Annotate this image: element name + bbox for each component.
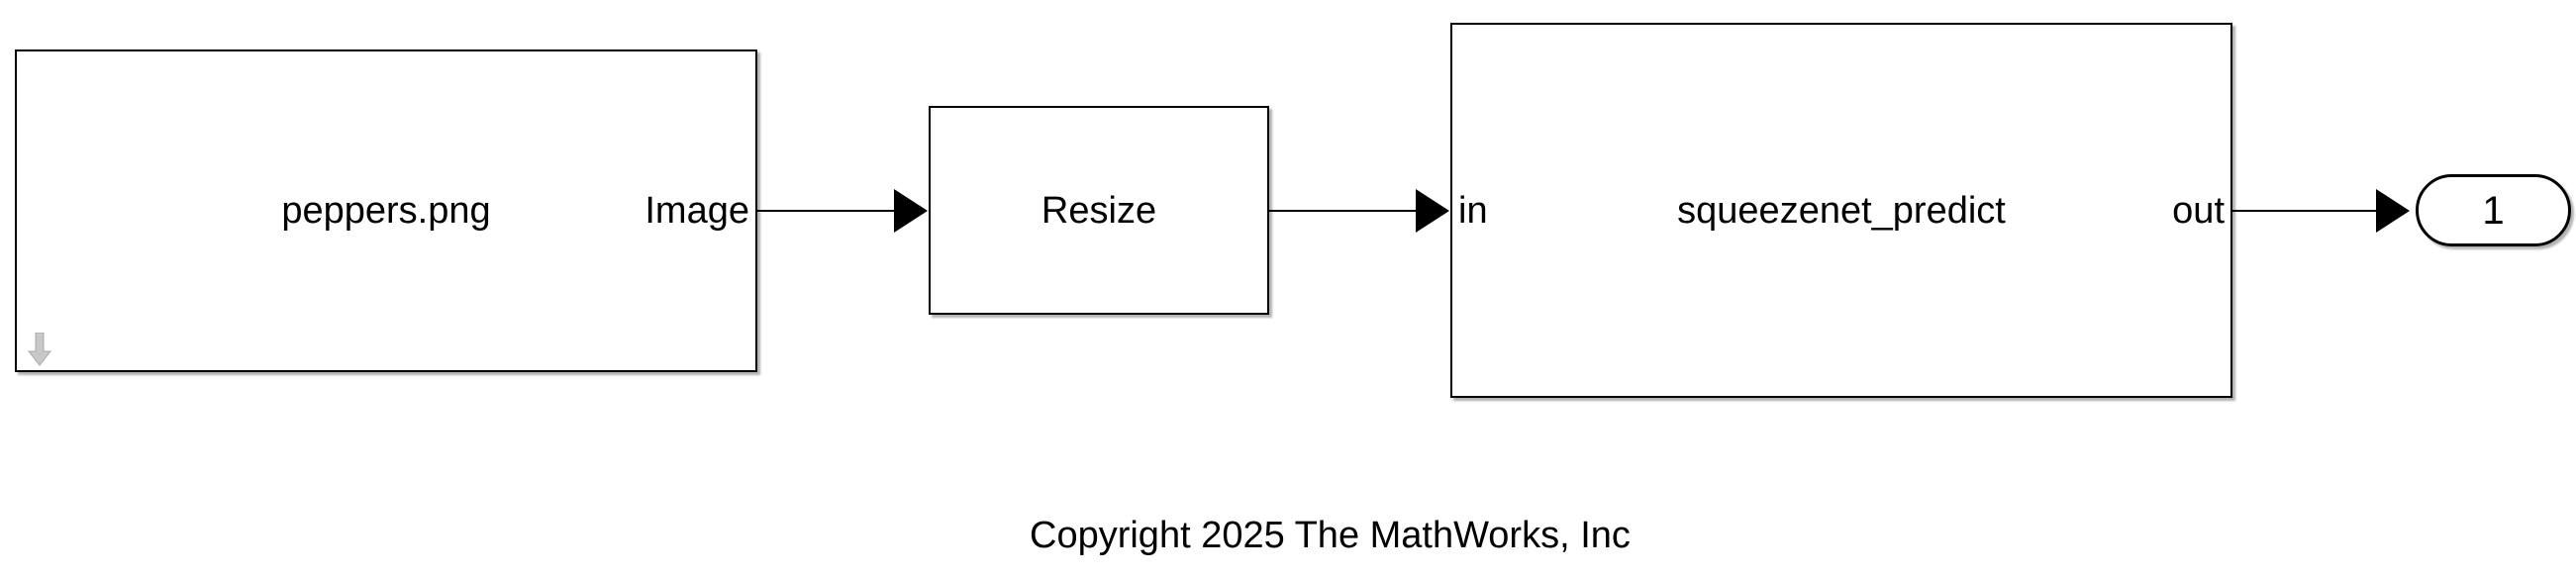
down-arrow-icon[interactable] [27, 332, 52, 366]
block-resize-label: Resize [1040, 189, 1157, 232]
block-squeezenet-predict[interactable]: squeezenet_predict in out [1450, 23, 2232, 398]
port-label-image-out: Image [644, 190, 749, 232]
block-image-from-file[interactable]: peppers.png Image [15, 49, 757, 372]
signal-line-squeezenet-to-outport [2232, 210, 2379, 212]
block-squeezenet-predict-content: squeezenet_predict [1452, 192, 2230, 230]
signal-arrowhead-icon [894, 189, 928, 233]
port-label-in: in [1458, 189, 1488, 232]
block-resize-content: Resize [931, 192, 1267, 230]
signal-arrowhead-icon [2376, 189, 2410, 233]
block-image-from-file-label: peppers.png [281, 190, 491, 232]
output-port-terminal[interactable]: 1 [2416, 174, 2571, 246]
block-resize[interactable]: Resize [929, 106, 1269, 315]
port-label-out: out [2172, 189, 2225, 232]
output-port-label: 1 [2482, 188, 2505, 233]
signal-line-resize-to-squeezenet [1269, 210, 1418, 212]
copyright-text: Copyright 2025 The MathWorks, Inc [1030, 515, 1631, 556]
signal-line-image-to-resize [757, 210, 896, 212]
signal-arrowhead-icon [1416, 189, 1449, 233]
block-squeezenet-predict-label: squeezenet_predict [1677, 189, 2006, 232]
